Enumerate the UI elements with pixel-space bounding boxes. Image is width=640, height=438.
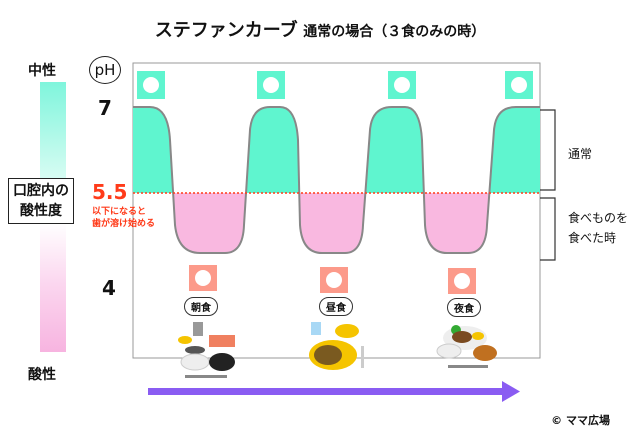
after-eating-range-label: 食べものを食べた時: [568, 211, 629, 245]
meal-label-breakfast: 朝食: [184, 297, 218, 316]
dinner-food-icon: [436, 325, 497, 368]
neutral-label: 中性: [28, 63, 56, 79]
ph-unit-label: pH: [89, 56, 121, 84]
normal-range-label: 通常: [568, 147, 593, 161]
page-title: ステファンカーブ 通常の場合（３食のみの時）: [154, 20, 486, 41]
threshold-note: 以下になると歯が溶け始める: [92, 207, 156, 229]
meal-label-lunch: 昼食: [319, 297, 353, 316]
decaying-tooth-icons: [189, 265, 476, 294]
lunch-food-icon: [309, 322, 364, 370]
range-brackets: [540, 109, 556, 261]
copyright: © ママ広場: [551, 414, 610, 427]
tick-7: 7: [98, 96, 112, 120]
oral-acidity-label: 口腔内の酸性度: [8, 178, 74, 224]
acidic-label: 酸性: [28, 367, 56, 383]
tick-4: 4: [102, 276, 116, 300]
ph-curve: [133, 106, 540, 254]
breakfast-food-icon: [178, 322, 235, 378]
acid-region: [133, 193, 540, 253]
time-arrow: [148, 381, 520, 402]
meal-label-dinner: 夜食: [447, 298, 481, 317]
tick-5-5: 5.5: [92, 180, 128, 204]
